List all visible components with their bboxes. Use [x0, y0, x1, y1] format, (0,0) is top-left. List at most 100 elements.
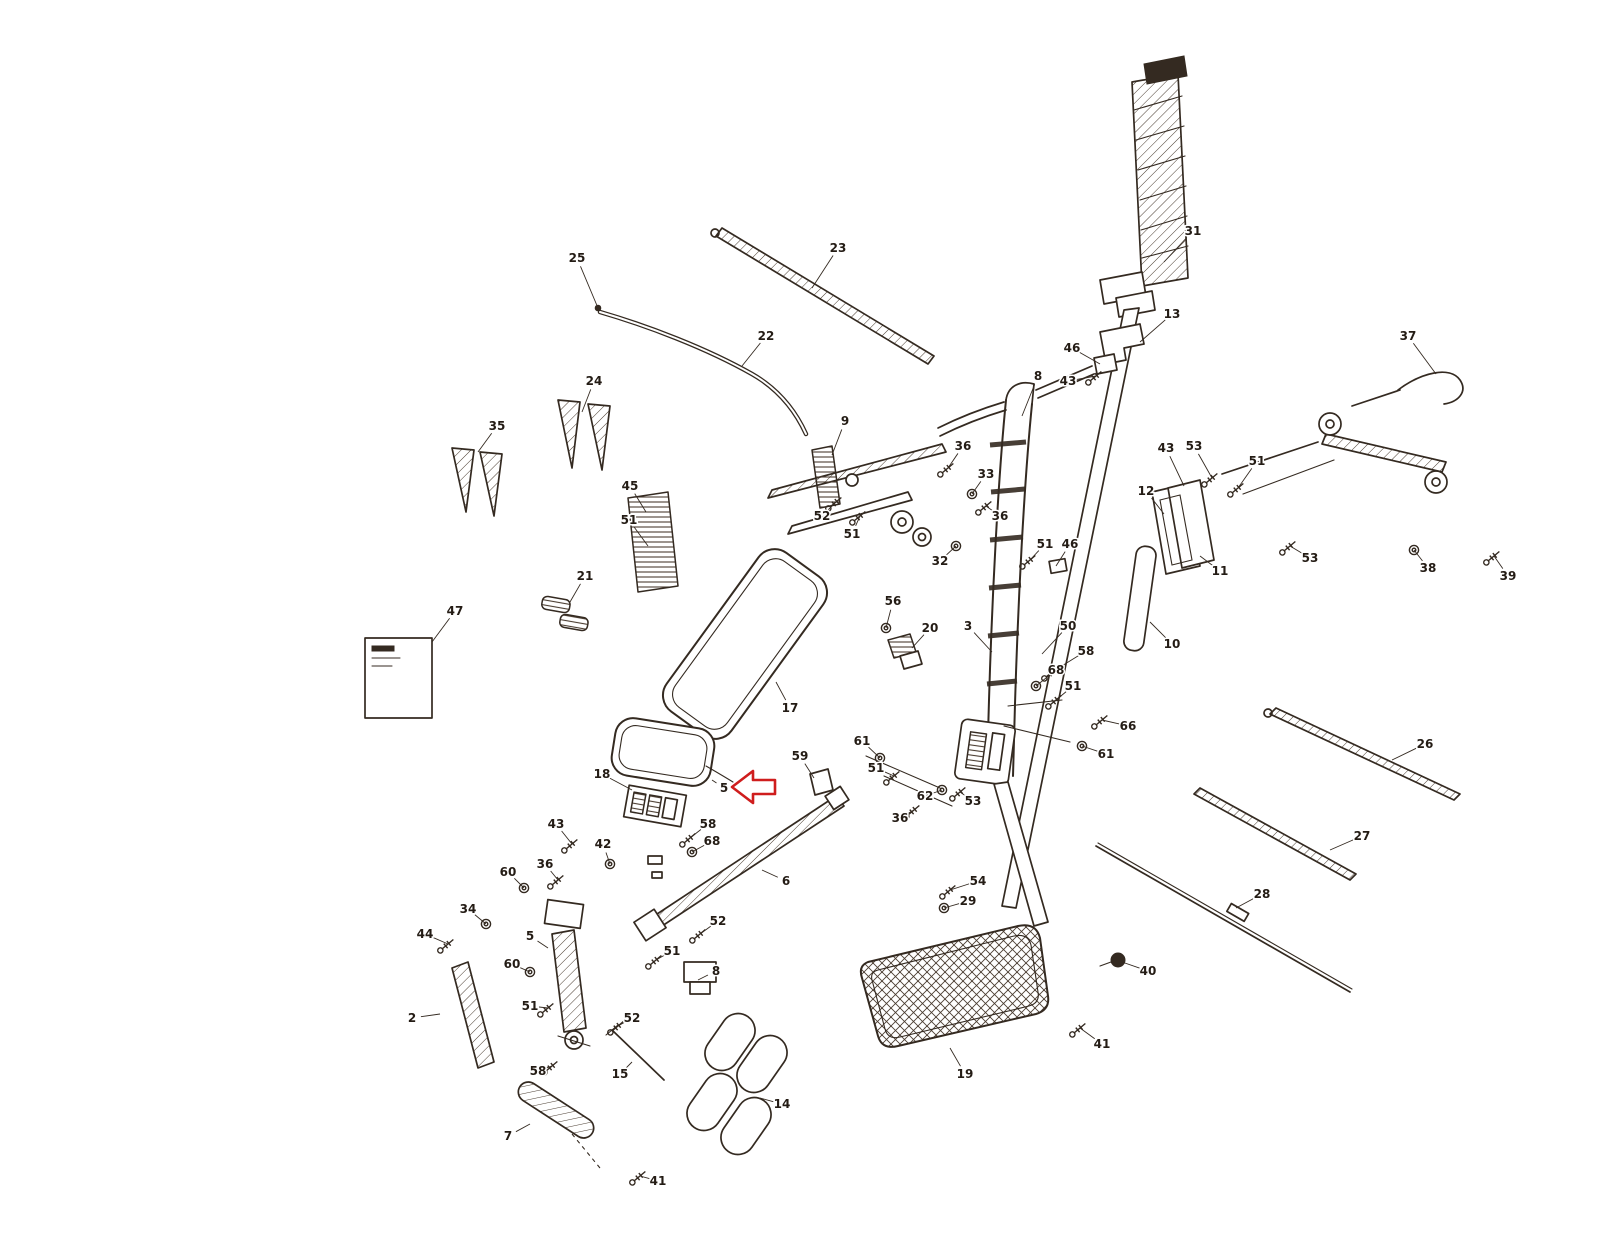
part-label-21: 21 — [577, 569, 594, 583]
part-label-18: 18 — [594, 767, 611, 781]
screw-icon — [1085, 370, 1102, 386]
screw-icon — [1483, 550, 1500, 566]
screw-icon — [1045, 694, 1062, 710]
screw-icon — [849, 510, 866, 526]
part-label-51: 51 — [522, 999, 539, 1013]
link-plates — [1151, 479, 1215, 575]
part-label-31: 31 — [1185, 224, 1202, 238]
washer-icon — [966, 488, 978, 500]
fork-brackets-a — [557, 399, 611, 471]
leader-line — [775, 681, 787, 701]
screw-icon — [537, 1002, 554, 1018]
part-label-20: 20 — [922, 621, 939, 635]
fork-brackets-b — [451, 447, 503, 517]
part-label-3: 3 — [964, 619, 972, 633]
part-label-8: 8 — [1034, 369, 1042, 383]
part-label-68: 68 — [1048, 663, 1065, 677]
leader-line — [1035, 675, 1050, 687]
leader-line — [711, 779, 717, 784]
part-label-5: 5 — [720, 781, 728, 795]
cable-clamp — [887, 633, 923, 670]
screw-icon — [437, 938, 454, 954]
seat-carriage — [954, 718, 1049, 927]
part-label-36: 36 — [537, 857, 554, 871]
screw-icon — [883, 770, 900, 786]
foam-rollers — [605, 1012, 788, 1156]
leader-line — [1051, 655, 1079, 673]
leader-line — [759, 1097, 774, 1103]
leader-line — [634, 493, 647, 513]
part-label-28: 28 — [1254, 887, 1271, 901]
part-label-22: 22 — [758, 329, 775, 343]
leader-line — [947, 453, 959, 469]
leader-line — [959, 791, 966, 797]
front-post — [543, 898, 591, 1050]
leader-line — [971, 481, 982, 495]
leader-line — [831, 429, 843, 456]
leader-line — [1055, 551, 1066, 567]
leader-line — [561, 830, 573, 845]
leader-line — [1329, 839, 1354, 851]
part-label-59: 59 — [792, 749, 809, 763]
part-label-24: 24 — [586, 374, 603, 388]
part-label-68: 68 — [704, 834, 721, 848]
part-label-36: 36 — [892, 811, 909, 825]
leader-line — [884, 771, 895, 777]
screw-icon — [1019, 554, 1036, 570]
leader-line — [1151, 497, 1165, 515]
seat-pad — [610, 717, 734, 787]
leader-line — [949, 883, 970, 891]
press-arm-assembly — [767, 401, 1007, 547]
wheeled-crossbar-assembly — [1221, 371, 1464, 495]
main-upright-tube — [1001, 307, 1140, 909]
washer-icon — [1076, 740, 1088, 752]
screw-icon — [645, 954, 662, 970]
screw-icon — [937, 462, 954, 478]
highlight-arrow — [730, 769, 777, 805]
part-label-2: 2 — [408, 1011, 416, 1025]
part-label-52: 52 — [814, 509, 831, 523]
part-label-36: 36 — [955, 439, 972, 453]
leader-line — [477, 433, 493, 453]
short-bar — [1123, 545, 1157, 652]
screw-icon — [629, 1170, 646, 1186]
leader-line — [431, 617, 450, 643]
part-label-47: 47 — [447, 604, 464, 618]
backrest-pad — [661, 548, 829, 740]
leader-line — [697, 974, 709, 981]
screw-icon — [903, 804, 920, 820]
slim-bar — [451, 961, 495, 1069]
screw-icon — [975, 500, 992, 516]
part-label-35: 35 — [489, 419, 506, 433]
part-label-66: 66 — [1120, 719, 1137, 733]
washer-icon — [518, 882, 530, 894]
washer-icon — [604, 858, 616, 870]
leader-line — [633, 527, 649, 547]
part-label-43: 43 — [548, 817, 565, 831]
spacer-cylinders — [541, 595, 589, 632]
leader-line — [1101, 719, 1120, 725]
leader-line — [868, 746, 881, 759]
part-label-8: 8 — [712, 964, 720, 978]
part-label-61: 61 — [854, 734, 871, 748]
leader-line — [538, 1006, 549, 1009]
leader-line — [580, 266, 599, 309]
leader-line — [1163, 237, 1188, 263]
leader-line — [1199, 555, 1214, 566]
seat-rail — [633, 785, 850, 995]
washer-icon — [1408, 544, 1420, 556]
part-label-52: 52 — [624, 1011, 641, 1025]
curved-rod — [597, 309, 809, 437]
leader-line — [1081, 745, 1098, 752]
screw-icon — [1201, 472, 1218, 488]
leader-line — [761, 869, 779, 878]
leader-line — [626, 1061, 633, 1068]
part-label-37: 37 — [1400, 329, 1417, 343]
foot-platform — [859, 924, 1050, 1048]
leader-line — [973, 632, 993, 653]
part-label-53: 53 — [1302, 551, 1319, 565]
leader-line — [811, 255, 834, 289]
long-bars — [1095, 707, 1461, 993]
